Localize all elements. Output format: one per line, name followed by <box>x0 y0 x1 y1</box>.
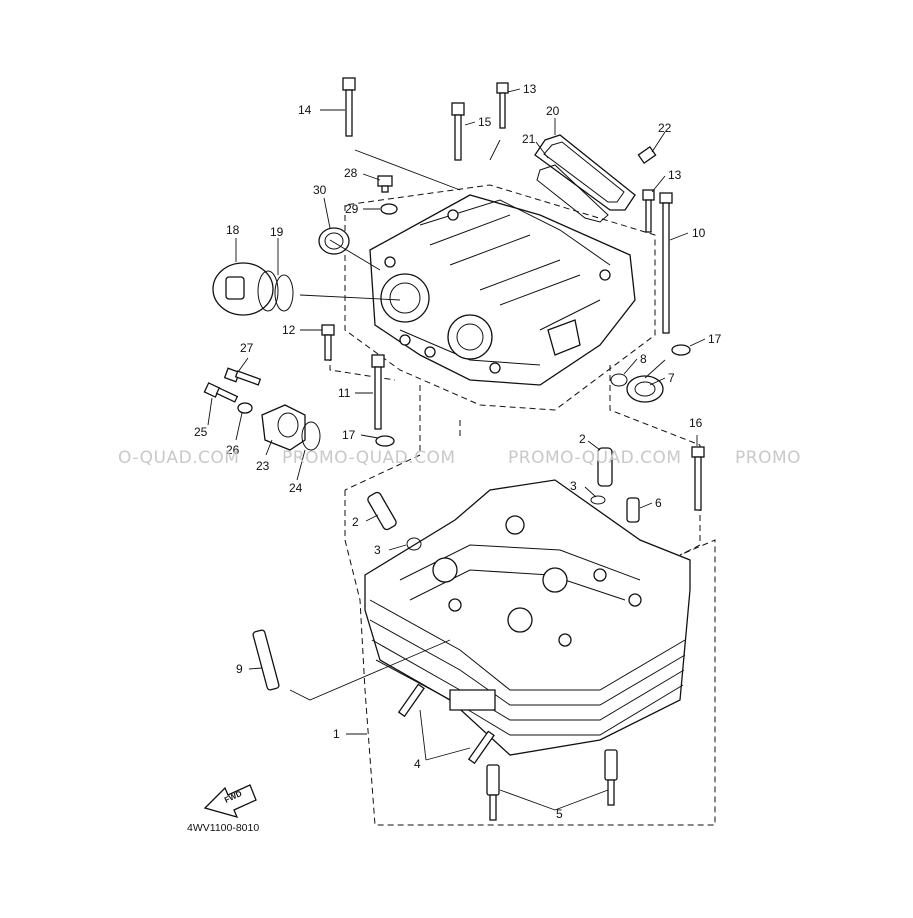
o-ring-19 <box>274 274 294 312</box>
callout-13b: 13 <box>668 168 682 182</box>
washer-17a <box>671 344 691 356</box>
callout-27: 27 <box>240 341 254 355</box>
callout-23: 23 <box>256 459 270 473</box>
callout-29: 29 <box>345 202 359 216</box>
pin-6 <box>626 497 640 523</box>
callout-2b: 2 <box>579 432 586 446</box>
callout-14: 14 <box>298 103 312 117</box>
callout-25: 25 <box>194 425 208 439</box>
callout-17a: 17 <box>708 332 722 346</box>
circlip-3b <box>590 495 606 505</box>
washer-17b <box>375 435 395 447</box>
valve-guide-2a <box>367 491 397 531</box>
assembly-outline-lower <box>344 490 716 826</box>
o-ring-8 <box>610 373 628 387</box>
fwd-arrow-icon: FWD <box>203 784 257 818</box>
callout-3b: 3 <box>570 479 577 493</box>
bolt-5b <box>604 749 618 806</box>
callout-labels: 14 15 13 20 21 22 13 10 17 28 29 30 18 1… <box>194 82 722 821</box>
callout-2a: 2 <box>352 515 359 529</box>
callout-22: 22 <box>658 121 672 135</box>
callout-7: 7 <box>668 371 675 385</box>
bolt-25 <box>203 382 239 403</box>
bolt-16 <box>691 446 705 511</box>
callout-26: 26 <box>226 443 240 457</box>
callout-12: 12 <box>282 323 296 337</box>
callout-8: 8 <box>640 352 647 366</box>
callout-20: 20 <box>546 104 560 118</box>
bolt-15 <box>451 102 465 161</box>
callout-24: 24 <box>289 481 303 495</box>
callout-30: 30 <box>313 183 327 197</box>
bolt-22 <box>637 145 657 165</box>
callout-28: 28 <box>344 166 358 180</box>
callout-4: 4 <box>414 757 421 771</box>
callout-5: 5 <box>556 807 563 821</box>
callout-6: 6 <box>655 496 662 510</box>
bolt-10 <box>659 192 673 334</box>
callout-15: 15 <box>478 115 492 129</box>
circlip-3a <box>406 537 422 551</box>
bolt-14 <box>342 77 356 137</box>
callout-3a: 3 <box>374 543 381 557</box>
callout-21: 21 <box>522 132 536 146</box>
washer-29 <box>380 203 398 215</box>
tensioner-23 <box>261 404 306 451</box>
valve-cover <box>369 194 636 386</box>
plug-7 <box>626 375 664 403</box>
stud-bolt-4a <box>397 683 425 718</box>
washer-26 <box>237 402 253 414</box>
valve-guide-2b <box>597 447 613 487</box>
diagram-code: 4WV1100-8010 <box>187 822 260 834</box>
callout-11: 11 <box>338 386 351 400</box>
callout-9: 9 <box>236 662 243 676</box>
callout-18: 18 <box>226 223 240 237</box>
watermark-2: PROMO-QUAD.COM <box>282 448 456 468</box>
cap-30 <box>318 227 350 255</box>
cap-18 <box>212 262 279 316</box>
watermark-3: PROMO-QUAD.COM <box>508 448 682 468</box>
bolt-28 <box>377 175 393 193</box>
callout-1: 1 <box>333 727 340 741</box>
stud-bolt-4b <box>467 730 495 765</box>
bolt-5a <box>486 764 500 821</box>
watermark-1: O-QUAD.COM <box>118 448 240 468</box>
watermark-4: PROMO <box>735 448 801 468</box>
bolt-13b <box>642 189 655 233</box>
bolt-27 <box>223 367 262 386</box>
gasket-24 <box>301 421 321 451</box>
spark-plug-9 <box>252 629 280 691</box>
callout-10: 10 <box>692 226 706 240</box>
callout-16: 16 <box>689 416 703 430</box>
callout-17b: 17 <box>342 428 356 442</box>
callout-19: 19 <box>270 225 284 239</box>
o-ring-21 <box>536 164 609 223</box>
cylinder-head <box>364 479 691 756</box>
bolt-12 <box>321 324 335 361</box>
bolt-13a <box>496 82 509 129</box>
bolt-11 <box>371 354 385 430</box>
gasket-20 <box>534 134 636 211</box>
leader-lines <box>207 88 706 811</box>
callout-13a: 13 <box>523 82 537 96</box>
